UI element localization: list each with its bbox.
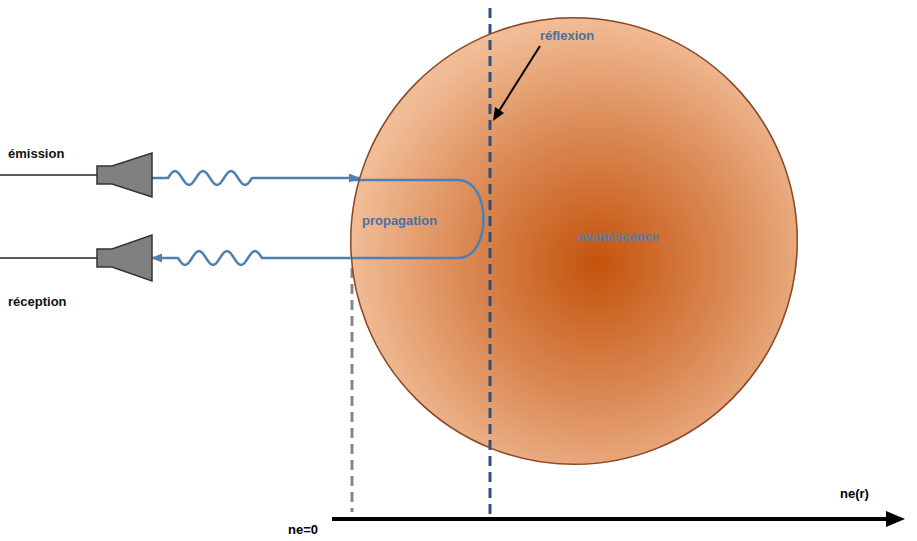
feed-wire (0, 257, 97, 259)
antenna: émission (97, 152, 152, 198)
region-label: evanescence (578, 229, 659, 244)
leader-arrowhead (493, 107, 504, 121)
axis-arrowhead (886, 511, 905, 527)
antenna-label: émission (8, 146, 64, 161)
plasma-region: propagation evanescence (350, 17, 798, 465)
reflection-label: réflexion (540, 28, 594, 43)
region-label: propagation (362, 213, 437, 228)
reflection-path (351, 180, 484, 258)
cutoff-line (489, 8, 492, 515)
antenna-symbol (97, 234, 152, 282)
plasma-outline (350, 17, 798, 465)
density-axis (332, 517, 890, 521)
antenna: réception (97, 234, 152, 282)
edge-line (351, 268, 354, 512)
feed-wire (0, 174, 97, 176)
wave-connector (152, 251, 351, 265)
axis-origin-label: ne=0 (288, 522, 318, 537)
antenna-label: réception (8, 294, 67, 309)
axis-label: ne(r) (840, 486, 869, 501)
leader-line (499, 46, 540, 111)
plasma-fill (350, 17, 798, 465)
wave-connector (152, 171, 359, 185)
antenna-symbol (97, 152, 152, 198)
